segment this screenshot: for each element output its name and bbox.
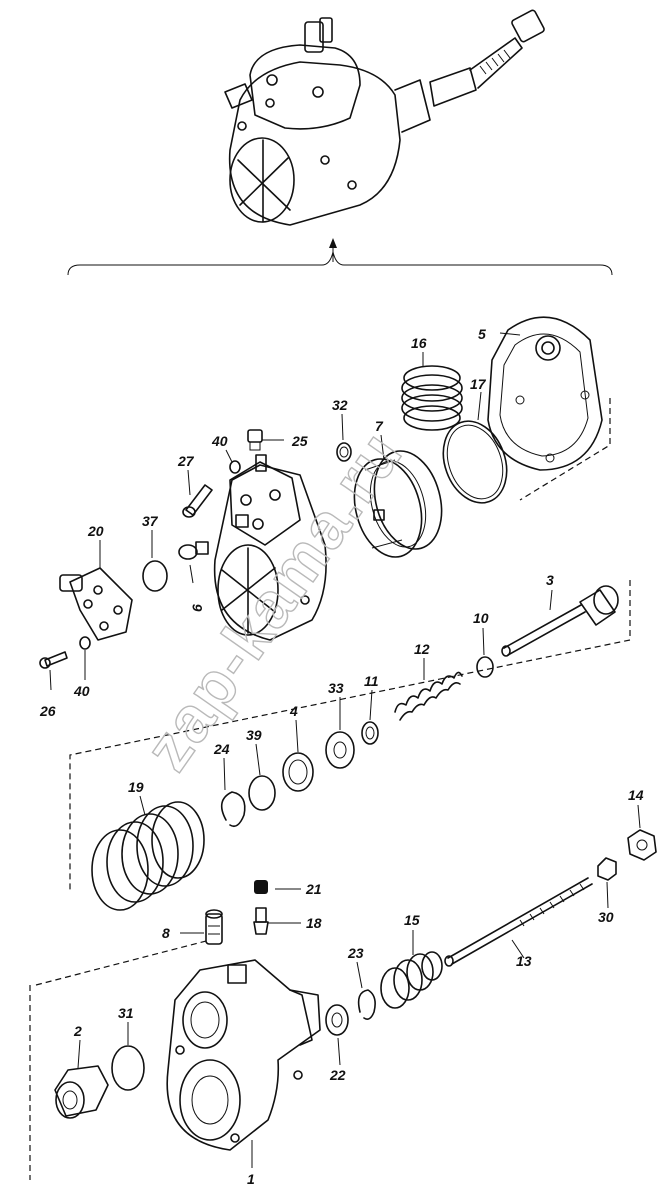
part-21-cap bbox=[254, 880, 268, 894]
callout-25: 25 bbox=[291, 433, 308, 449]
callout-1: 1 bbox=[247, 1171, 255, 1187]
callout-16: 16 bbox=[411, 335, 427, 351]
part-3-pushrod bbox=[501, 585, 619, 657]
callout-11: 11 bbox=[364, 673, 379, 689]
callout-23: 23 bbox=[347, 945, 364, 961]
part-7-piston bbox=[353, 450, 443, 558]
callout-13: 13 bbox=[516, 953, 532, 969]
part-37-oring bbox=[142, 560, 168, 592]
part-5-cover-plate bbox=[487, 316, 603, 471]
callout-7: 7 bbox=[375, 418, 384, 434]
part-8-valve bbox=[205, 909, 223, 945]
part-33-washer bbox=[325, 731, 355, 769]
callout-18: 18 bbox=[306, 915, 322, 931]
callout-21: 21 bbox=[305, 881, 322, 897]
callout-6: 6 bbox=[189, 604, 205, 612]
part-17-oring bbox=[442, 420, 508, 504]
part-16-spring bbox=[401, 365, 463, 431]
part-2-connector bbox=[54, 1065, 109, 1119]
callout-8: 8 bbox=[162, 925, 170, 941]
callout-17: 17 bbox=[470, 376, 487, 392]
callout-31: 31 bbox=[118, 1005, 134, 1021]
part-housing-middle bbox=[213, 454, 327, 641]
part-30-nut bbox=[597, 857, 617, 881]
part-24-snap-ring bbox=[220, 791, 246, 828]
part-39-oring bbox=[248, 775, 276, 811]
part-12-spring bbox=[394, 671, 463, 721]
part-22-seal bbox=[325, 1004, 349, 1036]
callout-20: 20 bbox=[87, 523, 104, 539]
part-26-bolt bbox=[39, 651, 68, 669]
part-40-washer-lower bbox=[79, 636, 91, 650]
part-4-seal bbox=[282, 752, 314, 792]
callout-32: 32 bbox=[332, 397, 348, 413]
part-15-boot bbox=[380, 951, 443, 1009]
part-14-nut bbox=[627, 829, 657, 861]
callout-10: 10 bbox=[473, 610, 489, 626]
leader-lines bbox=[49, 332, 641, 1168]
callout-14: 14 bbox=[628, 787, 644, 803]
part-1-main-housing bbox=[166, 959, 321, 1151]
part-13-threaded-rod bbox=[444, 877, 593, 967]
callout-22: 22 bbox=[329, 1067, 346, 1083]
assembly-bracket bbox=[67, 238, 613, 276]
assembly-outlines bbox=[29, 398, 631, 1180]
part-25-plug bbox=[247, 429, 263, 451]
callout-19: 19 bbox=[128, 779, 144, 795]
callout-4: 4 bbox=[289, 703, 298, 719]
callout-39: 39 bbox=[246, 727, 262, 743]
callout-40-top: 40 bbox=[211, 433, 228, 449]
part-18-nipple bbox=[253, 907, 269, 935]
callout-3: 3 bbox=[546, 572, 554, 588]
part-11-bushing bbox=[361, 721, 379, 745]
callout-5: 5 bbox=[478, 326, 486, 342]
part-31-oring bbox=[111, 1045, 145, 1091]
assembled-unit bbox=[224, 9, 545, 226]
callout-26: 26 bbox=[39, 703, 56, 719]
part-19-large-spring bbox=[91, 801, 205, 911]
callout-15: 15 bbox=[404, 912, 420, 928]
callout-labels: 5 16 17 7 32 25 40 27 37 20 6 26 40 3 10… bbox=[39, 326, 644, 1187]
part-40-washer-upper bbox=[229, 460, 241, 474]
part-27-bolt bbox=[182, 484, 213, 518]
watermark: zap-kama.ru bbox=[130, 418, 416, 783]
part-23-snap-ring bbox=[357, 989, 376, 1020]
callout-30: 30 bbox=[598, 909, 614, 925]
callout-24: 24 bbox=[213, 741, 230, 757]
part-32-washer bbox=[336, 442, 352, 462]
callout-37: 37 bbox=[142, 513, 159, 529]
callout-40-bottom: 40 bbox=[73, 683, 90, 699]
callout-27: 27 bbox=[177, 453, 195, 469]
part-6-fitting bbox=[178, 541, 209, 560]
part-10-bushing bbox=[476, 656, 494, 678]
callout-12: 12 bbox=[414, 641, 430, 657]
part-20-flange bbox=[59, 567, 133, 641]
callout-33: 33 bbox=[328, 680, 344, 696]
callout-2: 2 bbox=[73, 1023, 82, 1039]
